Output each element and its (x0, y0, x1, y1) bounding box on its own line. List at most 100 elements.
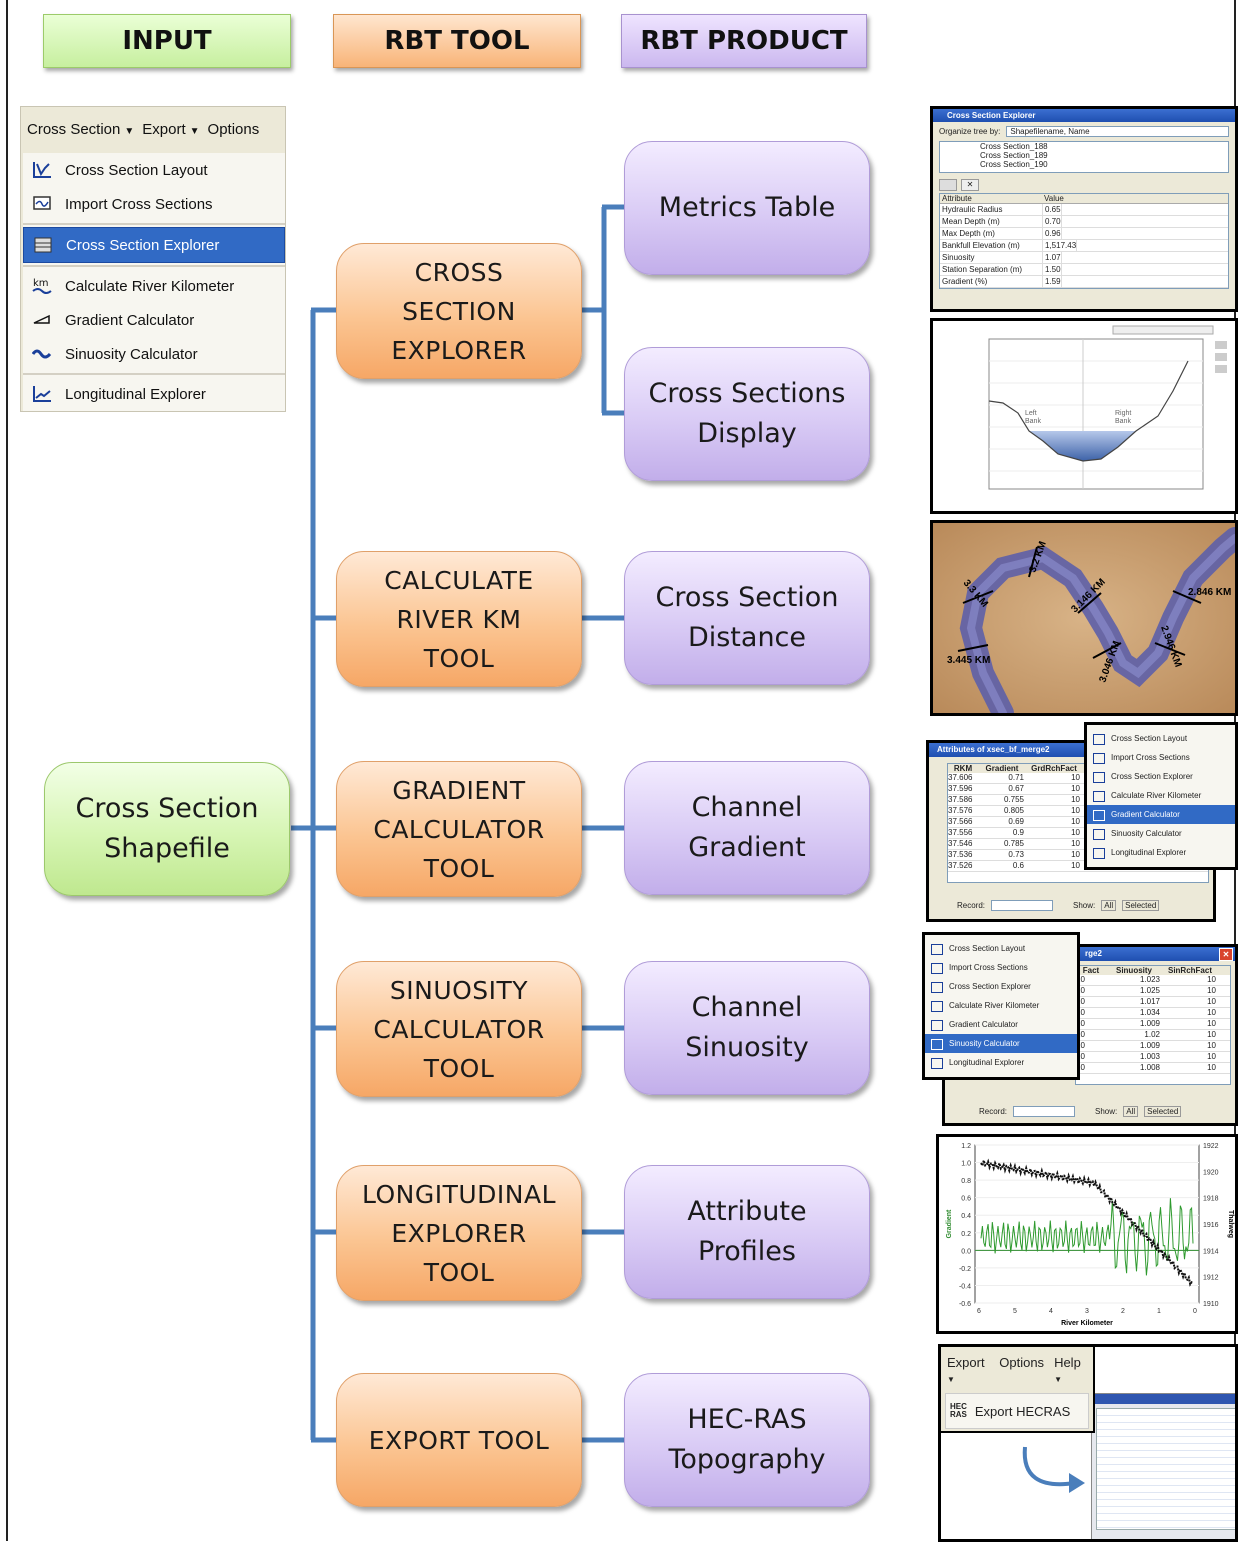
table-cell: 10 (1076, 1030, 1085, 1039)
popup-menu-item[interactable]: Gradient Calculator (925, 1015, 1077, 1034)
table-cell: 0.9 (1012, 828, 1024, 837)
tree-item[interactable]: Cross Section_188 (980, 142, 1048, 151)
popup-menu-label: Gradient Calculator (949, 1020, 1018, 1029)
popup-menu-item[interactable]: Sinuosity Calculator (925, 1034, 1077, 1053)
popup-menu-item[interactable]: Gradient Calculator (1087, 805, 1235, 824)
menu-export[interactable]: Export▼ (142, 120, 200, 138)
y-right-tick-label: 1918 (1203, 1196, 1219, 1203)
menu-item-icon (1093, 753, 1105, 764)
table-row[interactable]: Station Separation (m)1.50 (940, 264, 1228, 276)
popup-menu-item[interactable]: Sinuosity Calculator (1087, 824, 1235, 843)
popup-menu-item[interactable]: Calculate River Kilometer (1087, 786, 1235, 805)
y-right-tick-label: 1914 (1203, 1248, 1219, 1255)
organize-label: Organize tree by: (939, 127, 1001, 136)
y-left-tick-label: -0.4 (959, 1283, 971, 1290)
show-selected-button[interactable]: Selected (1144, 1106, 1182, 1117)
menu-item-sinuosity-calculator[interactable]: Sinuosity Calculator (23, 337, 285, 371)
close-icon[interactable]: ✕ (961, 179, 979, 191)
tree-item[interactable]: Cross Section_189 (980, 151, 1048, 160)
menu-cross-section[interactable]: Cross Section▼ (27, 120, 135, 138)
menu-options[interactable]: Options (207, 120, 260, 138)
table-cell: 0.785 (1003, 839, 1024, 848)
menu-item-gradient-calculator[interactable]: Gradient Calculator (23, 303, 285, 337)
km-label: 3.445 KM (947, 655, 990, 666)
table-row[interactable]: Mean Depth (m)0.70 (940, 216, 1228, 228)
y-left-tick-label: 1.0 (961, 1161, 971, 1168)
menu-item-longitudinal-explorer[interactable]: Longitudinal Explorer (23, 377, 285, 411)
popup-menu-item[interactable]: Calculate River Kilometer (925, 996, 1077, 1015)
table-cell: 1,517.43 (1045, 240, 1078, 251)
popup-menu-label: Calculate River Kilometer (1111, 791, 1202, 800)
table-row[interactable]: Max Depth (m)0.96 (940, 228, 1228, 240)
tool-sinuosity-calculator: SINUOSITY CALCULATOR TOOL (336, 961, 582, 1097)
table-cell: 10 (1071, 850, 1080, 859)
popup-menu-item[interactable]: Cross Section Layout (925, 939, 1077, 958)
popup-menu-item[interactable]: Cross Section Explorer (925, 977, 1077, 996)
organize-select[interactable]: Shapefilename, Name (1006, 126, 1229, 137)
y-right-tick-label: 1916 (1203, 1222, 1219, 1229)
popup-menu-item[interactable]: Longitudinal Explorer (925, 1053, 1077, 1072)
menu-help[interactable]: Help ▼ (1054, 1355, 1081, 1384)
popup-menu-item[interactable]: Cross Section Explorer (1087, 767, 1235, 786)
menu-options[interactable]: Options (999, 1355, 1045, 1370)
record-input[interactable] (1013, 1106, 1076, 1117)
show-all-button[interactable]: All (1123, 1106, 1139, 1117)
close-icon[interactable]: ✕ (1219, 948, 1233, 961)
popup-menu-item[interactable]: Import Cross Sections (1087, 748, 1235, 767)
table-cell: 10 (1071, 773, 1080, 782)
record-input[interactable] (991, 900, 1054, 911)
table-cell: 1.034 (1139, 1008, 1160, 1017)
popup-menu-item[interactable]: Longitudinal Explorer (1087, 843, 1235, 862)
menu-item-icon (1093, 810, 1105, 821)
gradient-icon (31, 310, 53, 330)
table-row[interactable]: Gradient (%)1.59 (940, 276, 1228, 288)
x-tick-label: 3 (1085, 1308, 1089, 1315)
table-cell: 0.96 (1045, 228, 1062, 239)
tree-item[interactable]: Cross Section_190 (980, 160, 1048, 169)
y-right-tick-label: 1922 (1203, 1143, 1219, 1150)
menu-item-export-hecras[interactable]: HEC RAS Export HECRAS (945, 1393, 1089, 1429)
menu-item-calculate-river-kilometer[interactable]: km Calculate River Kilometer (32, 277, 235, 295)
zoom-icon[interactable] (939, 179, 957, 191)
y-left-tick-label: 0.2 (961, 1231, 971, 1238)
menu-export[interactable]: Export ▼ (947, 1355, 985, 1384)
right-bank-label: Right (1115, 410, 1131, 417)
x-tick-label: 0 (1193, 1308, 1197, 1315)
menu-item-import-cross-sections[interactable]: Import Cross Sections (23, 187, 285, 221)
menu-item-icon (931, 982, 943, 993)
menu-item-cross-section-layout[interactable]: Cross Section Layout (23, 153, 285, 187)
col-sinrchfact: SinRchFact (1167, 966, 1212, 975)
chevron-down-icon: ▼ (124, 125, 135, 137)
popup-menu-item[interactable]: Cross Section Layout (1087, 729, 1235, 748)
x-tick-label: 6 (977, 1308, 981, 1315)
show-selected-button[interactable]: Selected (1122, 900, 1160, 911)
menu-item-icon (1093, 829, 1105, 840)
curved-arrow-icon (1022, 1446, 1085, 1493)
table-row[interactable]: Bankfull Elevation (m)1,517.43 (940, 240, 1228, 252)
menu-item-cross-section-explorer[interactable]: Cross Section Explorer (23, 227, 285, 263)
show-all-button[interactable]: All (1101, 900, 1117, 911)
table-cell: 10 (1076, 1008, 1085, 1017)
popup-menu-item[interactable]: Import Cross Sections (925, 958, 1077, 977)
